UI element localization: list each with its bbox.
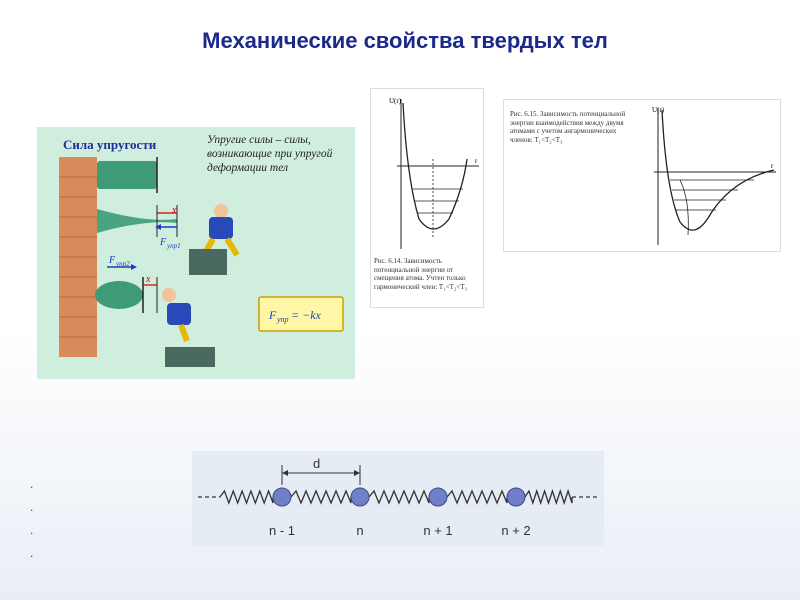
fig615-axis-y: U(r) bbox=[652, 106, 665, 114]
label-f2-sub: упр2 bbox=[115, 260, 130, 268]
atom-label: n + 1 bbox=[423, 523, 452, 538]
label-f2: F bbox=[108, 255, 116, 266]
elastic-panel-description: Упругие силы – силы, возникающие при упр… bbox=[207, 134, 333, 174]
atom-label: n - 1 bbox=[269, 523, 295, 538]
slide-title: Механические свойства твердых тел bbox=[202, 28, 608, 53]
label-x-compress: x bbox=[145, 274, 151, 285]
atom bbox=[350, 487, 370, 507]
bullet-item: . bbox=[30, 546, 34, 560]
atom bbox=[272, 487, 292, 507]
spacing-label: d bbox=[313, 456, 320, 471]
elastic-panel-heading: Сила упругости bbox=[63, 137, 157, 152]
formula-lhs: F bbox=[268, 308, 277, 322]
label-f1: F bbox=[159, 237, 167, 248]
figure-614: U(r) r Рис. 6.14. Зависимость потенциаль… bbox=[370, 88, 484, 308]
figure-615-plot: U(r) r bbox=[652, 106, 776, 245]
bullet-item: . bbox=[30, 523, 34, 537]
figure-615-caption: Рис. 6.15. Зависимость потенциальной эне… bbox=[510, 110, 626, 144]
figure-614-plot: U(r) r bbox=[389, 97, 479, 249]
label-x-stretch: x bbox=[171, 205, 177, 216]
figure-614-caption: Рис. 6.14. Зависимость потенциальной эне… bbox=[374, 257, 467, 291]
fig615-axis-x: r bbox=[771, 162, 774, 170]
formula-sub: упр bbox=[276, 315, 289, 324]
person-pulling bbox=[214, 204, 228, 218]
rod-compressed bbox=[95, 281, 143, 309]
bullet-item: . bbox=[30, 500, 34, 514]
rod-stretched bbox=[97, 209, 177, 233]
bullet-list: . . . . bbox=[30, 477, 33, 569]
label-f1-sub: упр1 bbox=[166, 242, 181, 250]
fig614-axis-x: r bbox=[475, 157, 478, 165]
elastic-illustration: x x F упр1 F упр2 F упр = −kx bbox=[59, 157, 344, 367]
formula-rhs: = −kx bbox=[291, 308, 322, 322]
formula-box bbox=[258, 296, 344, 332]
elastic-force-panel: Сила упругости Упругие силы – силы, возн… bbox=[37, 127, 355, 379]
person-pushing bbox=[162, 288, 176, 302]
figure-615: Рис. 6.15. Зависимость потенциальной эне… bbox=[503, 99, 781, 252]
fig614-axis-y: U(r) bbox=[389, 97, 402, 105]
bullet-item: . bbox=[30, 477, 34, 491]
atom-chain-diagram: d n - 1 n n + 1 n + 2 bbox=[192, 451, 604, 546]
atom-label: n + 2 bbox=[501, 523, 530, 538]
atom-label: n bbox=[356, 523, 363, 538]
atom bbox=[506, 487, 526, 507]
atom-chain-svg: d n - 1 n n + 1 n + 2 bbox=[198, 456, 598, 538]
atom bbox=[428, 487, 448, 507]
rod-undeformed bbox=[97, 161, 157, 189]
